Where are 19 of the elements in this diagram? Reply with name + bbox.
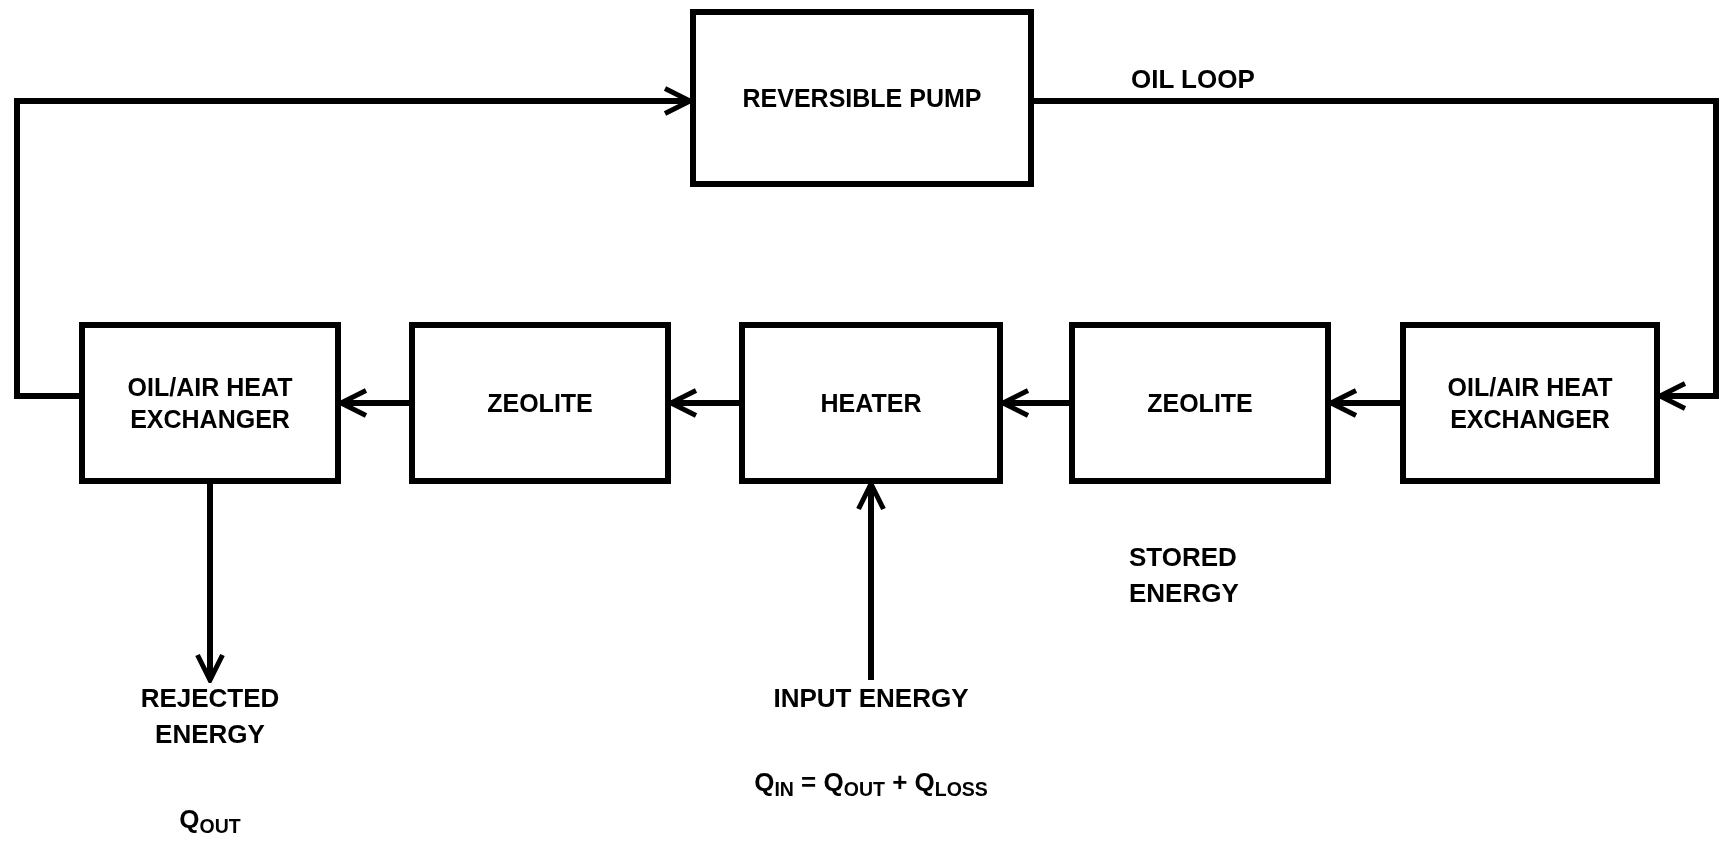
- box-label: OIL/AIR HEAT EXCHANGER: [126, 371, 294, 435]
- equation-text: Q$_{OUT}$: [178, 802, 242, 838]
- energy-text: REJECTED ENERGY: [139, 682, 281, 752]
- box-label: REVERSIBLE PUMP: [741, 82, 983, 114]
- side-label: STORED ENERGY: [1129, 541, 1240, 611]
- process-box: [409, 322, 671, 484]
- process-box: [690, 9, 1034, 187]
- arrow: [1034, 98, 1719, 411]
- process-box: [1069, 322, 1331, 484]
- box-label: ZEOLITE: [486, 387, 594, 419]
- process-box: [79, 322, 341, 484]
- box-label: ZEOLITE: [1146, 387, 1254, 419]
- box-label: OIL/AIR HEAT EXCHANGER: [1446, 371, 1614, 435]
- equation-text: Q$_{IN}$ = Q$_{OUT}$ + Q$_{LOSS}$: [753, 766, 989, 801]
- arrow: [195, 484, 225, 683]
- process-box: [739, 322, 1003, 484]
- box-label: HEATER: [819, 387, 923, 419]
- energy-text: INPUT ENERGY: [772, 682, 970, 715]
- process-box: [1400, 322, 1660, 484]
